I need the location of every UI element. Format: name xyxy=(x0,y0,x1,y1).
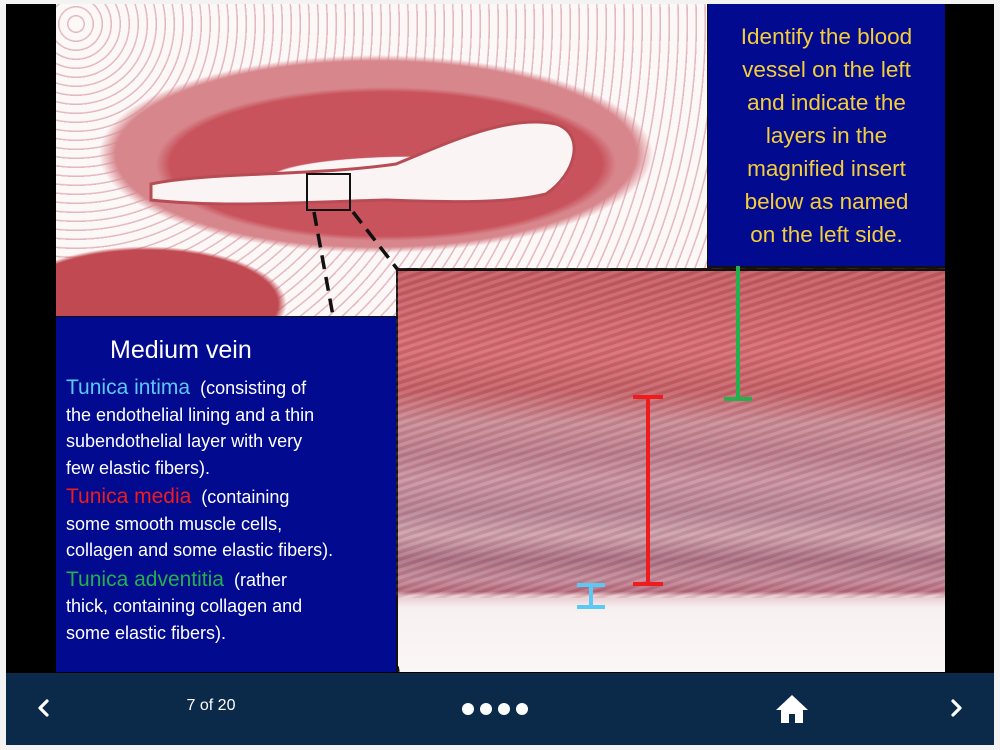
legend-text: subendothelial layer with very xyxy=(66,431,303,451)
legend-entry-tunica-adventitia: Tunica adventitia (rather thick, containi… xyxy=(66,567,390,647)
instruction-line: and indicate the xyxy=(747,90,906,115)
instruction-line: Identify the blood xyxy=(740,24,913,49)
pagination-dot[interactable] xyxy=(480,703,492,715)
instruction-line: magnified insert xyxy=(747,156,906,181)
legend-text: (containing xyxy=(201,487,290,507)
chevron-right-icon xyxy=(951,699,962,717)
instruction-line: below as named xyxy=(744,189,909,214)
slide: Identify the blood vessel on the left an… xyxy=(56,4,945,672)
legend-entry-tunica-intima: Tunica intima (consisting of the endothel… xyxy=(66,375,390,481)
previous-slide-button[interactable] xyxy=(28,693,58,723)
legend-name-tunica-intima: Tunica intima xyxy=(66,376,191,399)
adventitia-marker xyxy=(724,266,752,401)
legend-text: few elastic fibers). xyxy=(66,457,211,478)
pagination-dot[interactable] xyxy=(498,703,510,715)
navigation-bar: 7 of 20 xyxy=(6,673,994,745)
page-indicator: 7 of 20 xyxy=(186,697,236,714)
vessel-lumen xyxy=(149,120,576,206)
media-marker xyxy=(633,395,663,586)
legend-text: collagen and some elastic fibers). xyxy=(66,540,334,560)
legend-title: Medium vein xyxy=(110,336,252,364)
pagination-dot[interactable] xyxy=(516,703,528,715)
legend-text: some smooth muscle cells, xyxy=(66,513,283,534)
magnification-area-box xyxy=(306,173,351,211)
legend-text: the endothelial lining and a thin xyxy=(66,404,315,425)
legend-name-tunica-media: Tunica media xyxy=(66,485,192,508)
next-slide-button[interactable] xyxy=(942,693,972,723)
chevron-left-icon xyxy=(38,699,49,717)
slide-frame: Identify the blood vessel on the left an… xyxy=(6,4,994,744)
instruction-line: layers in the xyxy=(765,123,888,148)
home-button[interactable] xyxy=(772,689,812,729)
instruction-panel: Identify the blood vessel on the left an… xyxy=(708,4,945,266)
legend-text: some elastic fibers). xyxy=(66,622,227,643)
legend-text: (consisting of xyxy=(200,378,307,398)
instruction-line: vessel on the left xyxy=(742,57,911,82)
legend-text: (rather xyxy=(233,569,287,590)
legend-name-tunica-adventitia: Tunica adventitia xyxy=(66,567,224,591)
instruction-line: on the left side. xyxy=(750,222,903,247)
home-icon xyxy=(776,695,808,723)
pagination-dot[interactable] xyxy=(462,703,474,715)
legend-text: thick, containing collagen and xyxy=(66,596,303,616)
layer-markers xyxy=(577,266,752,609)
intima-marker xyxy=(577,583,605,609)
pagination-dots xyxy=(462,703,528,715)
legend-panel: Medium vein Tunica intima (consisting of … xyxy=(56,317,396,672)
zoom-connector-right xyxy=(351,210,400,272)
low-magnification-vein-image xyxy=(56,4,707,316)
legend-entry-tunica-media: Tunica media (containing some smooth musc… xyxy=(66,484,390,564)
